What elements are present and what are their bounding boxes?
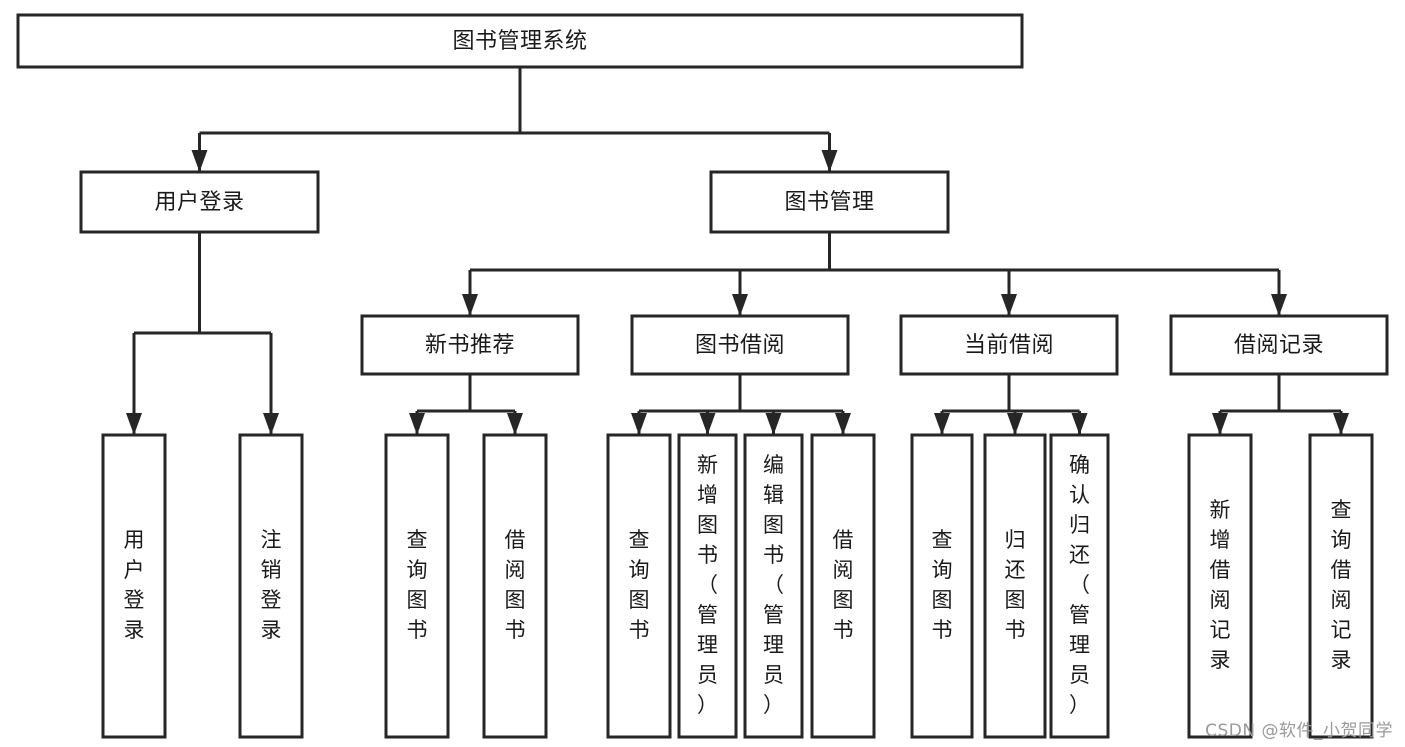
node-leaf-9[interactable]: 归还图书 (983, 433, 1047, 739)
node-level3-0[interactable]: 新书推荐 (360, 314, 580, 376)
user-login-to-leaves-arrow-0 (126, 413, 142, 435)
node-leaf-2-label: 查询图书 (407, 528, 428, 642)
node-leaf-2[interactable]: 查询图书 (384, 433, 450, 739)
node-leaf-7-outline (810, 433, 876, 739)
node-leaf-3[interactable]: 借阅图书 (482, 433, 548, 739)
node-leaf-5-outline (677, 433, 738, 739)
node-leaf-8-outline (910, 433, 974, 739)
level3-1-to-leaves-arrow-1 (699, 413, 716, 435)
node-leaf-1-label: 注销登录 (261, 528, 282, 642)
node-leaf-4-outline (606, 433, 672, 739)
node-level3-3-label: 借阅记录 (1234, 333, 1324, 358)
node-leaf-1[interactable]: 注销登录 (238, 433, 304, 739)
user-login-to-leaves-arrow-1 (263, 413, 279, 435)
node-root-label: 图书管理系统 (452, 29, 587, 54)
node-leaf-8[interactable]: 查询图书 (910, 433, 974, 739)
node-level3-2-label: 当前借阅 (964, 333, 1054, 358)
node-level2-1[interactable]: 图书管理 (709, 170, 950, 234)
node-level2-0-outline (79, 170, 320, 234)
node-leaf-6[interactable]: 编辑图书（管理员） (743, 433, 804, 739)
node-leaf-4[interactable]: 查询图书 (606, 433, 672, 739)
level3-1-to-leaves-arrow-3 (835, 413, 851, 435)
node-leaf-12-outline (1308, 433, 1374, 739)
node-leaf-6-label: 编辑图书（管理员） (763, 453, 784, 717)
node-level2-0-label: 用户登录 (154, 190, 244, 215)
node-leaf-3-label: 借阅图书 (505, 528, 526, 642)
level3-3-to-leaves-arrow-0 (1212, 413, 1228, 435)
level3-1-to-leaves-arrow-0 (631, 413, 647, 435)
node-leaf-4-label: 查询图书 (629, 528, 650, 642)
level3-3-to-leaves-arrow-1 (1333, 413, 1349, 435)
node-level3-1-label: 图书借阅 (695, 333, 785, 358)
root-to-level2-arrow-1 (821, 150, 838, 172)
node-leaf-0[interactable]: 用户登录 (101, 433, 167, 739)
node-leaf-5-label: 新增图书（管理员） (697, 453, 718, 717)
node-leaf-9-label: 归还图书 (1005, 528, 1026, 642)
node-level2-1-label: 图书管理 (784, 190, 874, 215)
node-level3-0-label: 新书推荐 (425, 333, 515, 358)
book-mgmt-to-level3-arrow-3 (1271, 294, 1287, 316)
node-leaf-11-label: 新增借阅记录 (1210, 498, 1231, 672)
node-leaf-10[interactable]: 确认归还（管理员） (1049, 433, 1110, 739)
node-level3-2-outline (899, 314, 1119, 376)
node-leaf-11-outline (1187, 433, 1253, 739)
node-leaf-12-label: 查询借阅记录 (1331, 498, 1352, 672)
node-leaf-11[interactable]: 新增借阅记录 (1187, 433, 1253, 739)
node-root-outline (16, 13, 1024, 69)
node-leaf-7[interactable]: 借阅图书 (810, 433, 876, 739)
node-leaf-7-label: 借阅图书 (833, 528, 854, 642)
node-leaf-9-outline (983, 433, 1047, 739)
node-leaf-0-label: 用户登录 (124, 528, 145, 642)
node-leaf-0-outline (101, 433, 167, 739)
node-leaf-2-outline (384, 433, 450, 739)
watermark-label: CSDN @软件_小贺同学 (1205, 721, 1393, 741)
node-level3-3[interactable]: 借阅记录 (1169, 314, 1389, 376)
node-leaf-5[interactable]: 新增图书（管理员） (677, 433, 738, 739)
node-level3-1[interactable]: 图书借阅 (630, 314, 850, 376)
node-level3-2[interactable]: 当前借阅 (899, 314, 1119, 376)
node-leaf-3-outline (482, 433, 548, 739)
node-leaf-8-label: 查询图书 (932, 528, 953, 642)
book-mgmt-to-level3-arrow-2 (1001, 294, 1017, 316)
node-leaf-12[interactable]: 查询借阅记录 (1308, 433, 1374, 739)
node-leaf-10-outline (1049, 433, 1110, 739)
node-leaf-1-outline (238, 433, 304, 739)
book-mgmt-to-level3-arrow-0 (462, 294, 478, 316)
node-root[interactable]: 图书管理系统 (16, 13, 1024, 69)
level3-0-to-leaves-arrow-1 (507, 413, 523, 435)
level3-0-to-leaves-arrow-0 (409, 413, 425, 435)
level3-2-to-leaves-arrow-0 (934, 413, 950, 435)
node-level3-1-outline (630, 314, 850, 376)
node-level2-0[interactable]: 用户登录 (79, 170, 320, 234)
node-leaf-6-outline (743, 433, 804, 739)
node-leaf-10-label: 确认归还（管理员） (1069, 453, 1090, 717)
node-level3-0-outline (360, 314, 580, 376)
node-level2-1-outline (709, 170, 950, 234)
book-mgmt-to-level3-arrow-1 (732, 294, 748, 316)
level3-2-to-leaves-arrow-1 (1007, 413, 1023, 435)
root-to-level2-arrow-0 (191, 150, 208, 172)
level3-2-to-leaves-arrow-2 (1071, 413, 1088, 435)
node-level3-3-outline (1169, 314, 1389, 376)
level3-1-to-leaves-arrow-2 (765, 413, 782, 435)
